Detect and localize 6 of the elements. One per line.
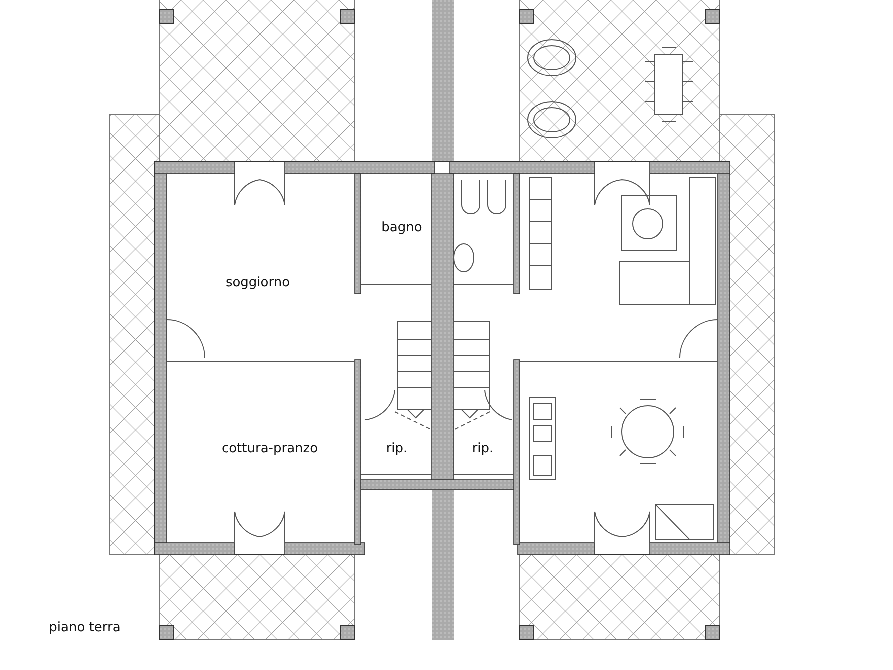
- room-label: soggiorno: [226, 276, 290, 290]
- room-label: rip.: [386, 442, 408, 456]
- room-label: rip.: [472, 442, 494, 456]
- room-label: cottura-pranzo: [222, 442, 318, 456]
- room-label: bagno: [382, 220, 422, 236]
- plan-title: piano terra: [49, 620, 121, 636]
